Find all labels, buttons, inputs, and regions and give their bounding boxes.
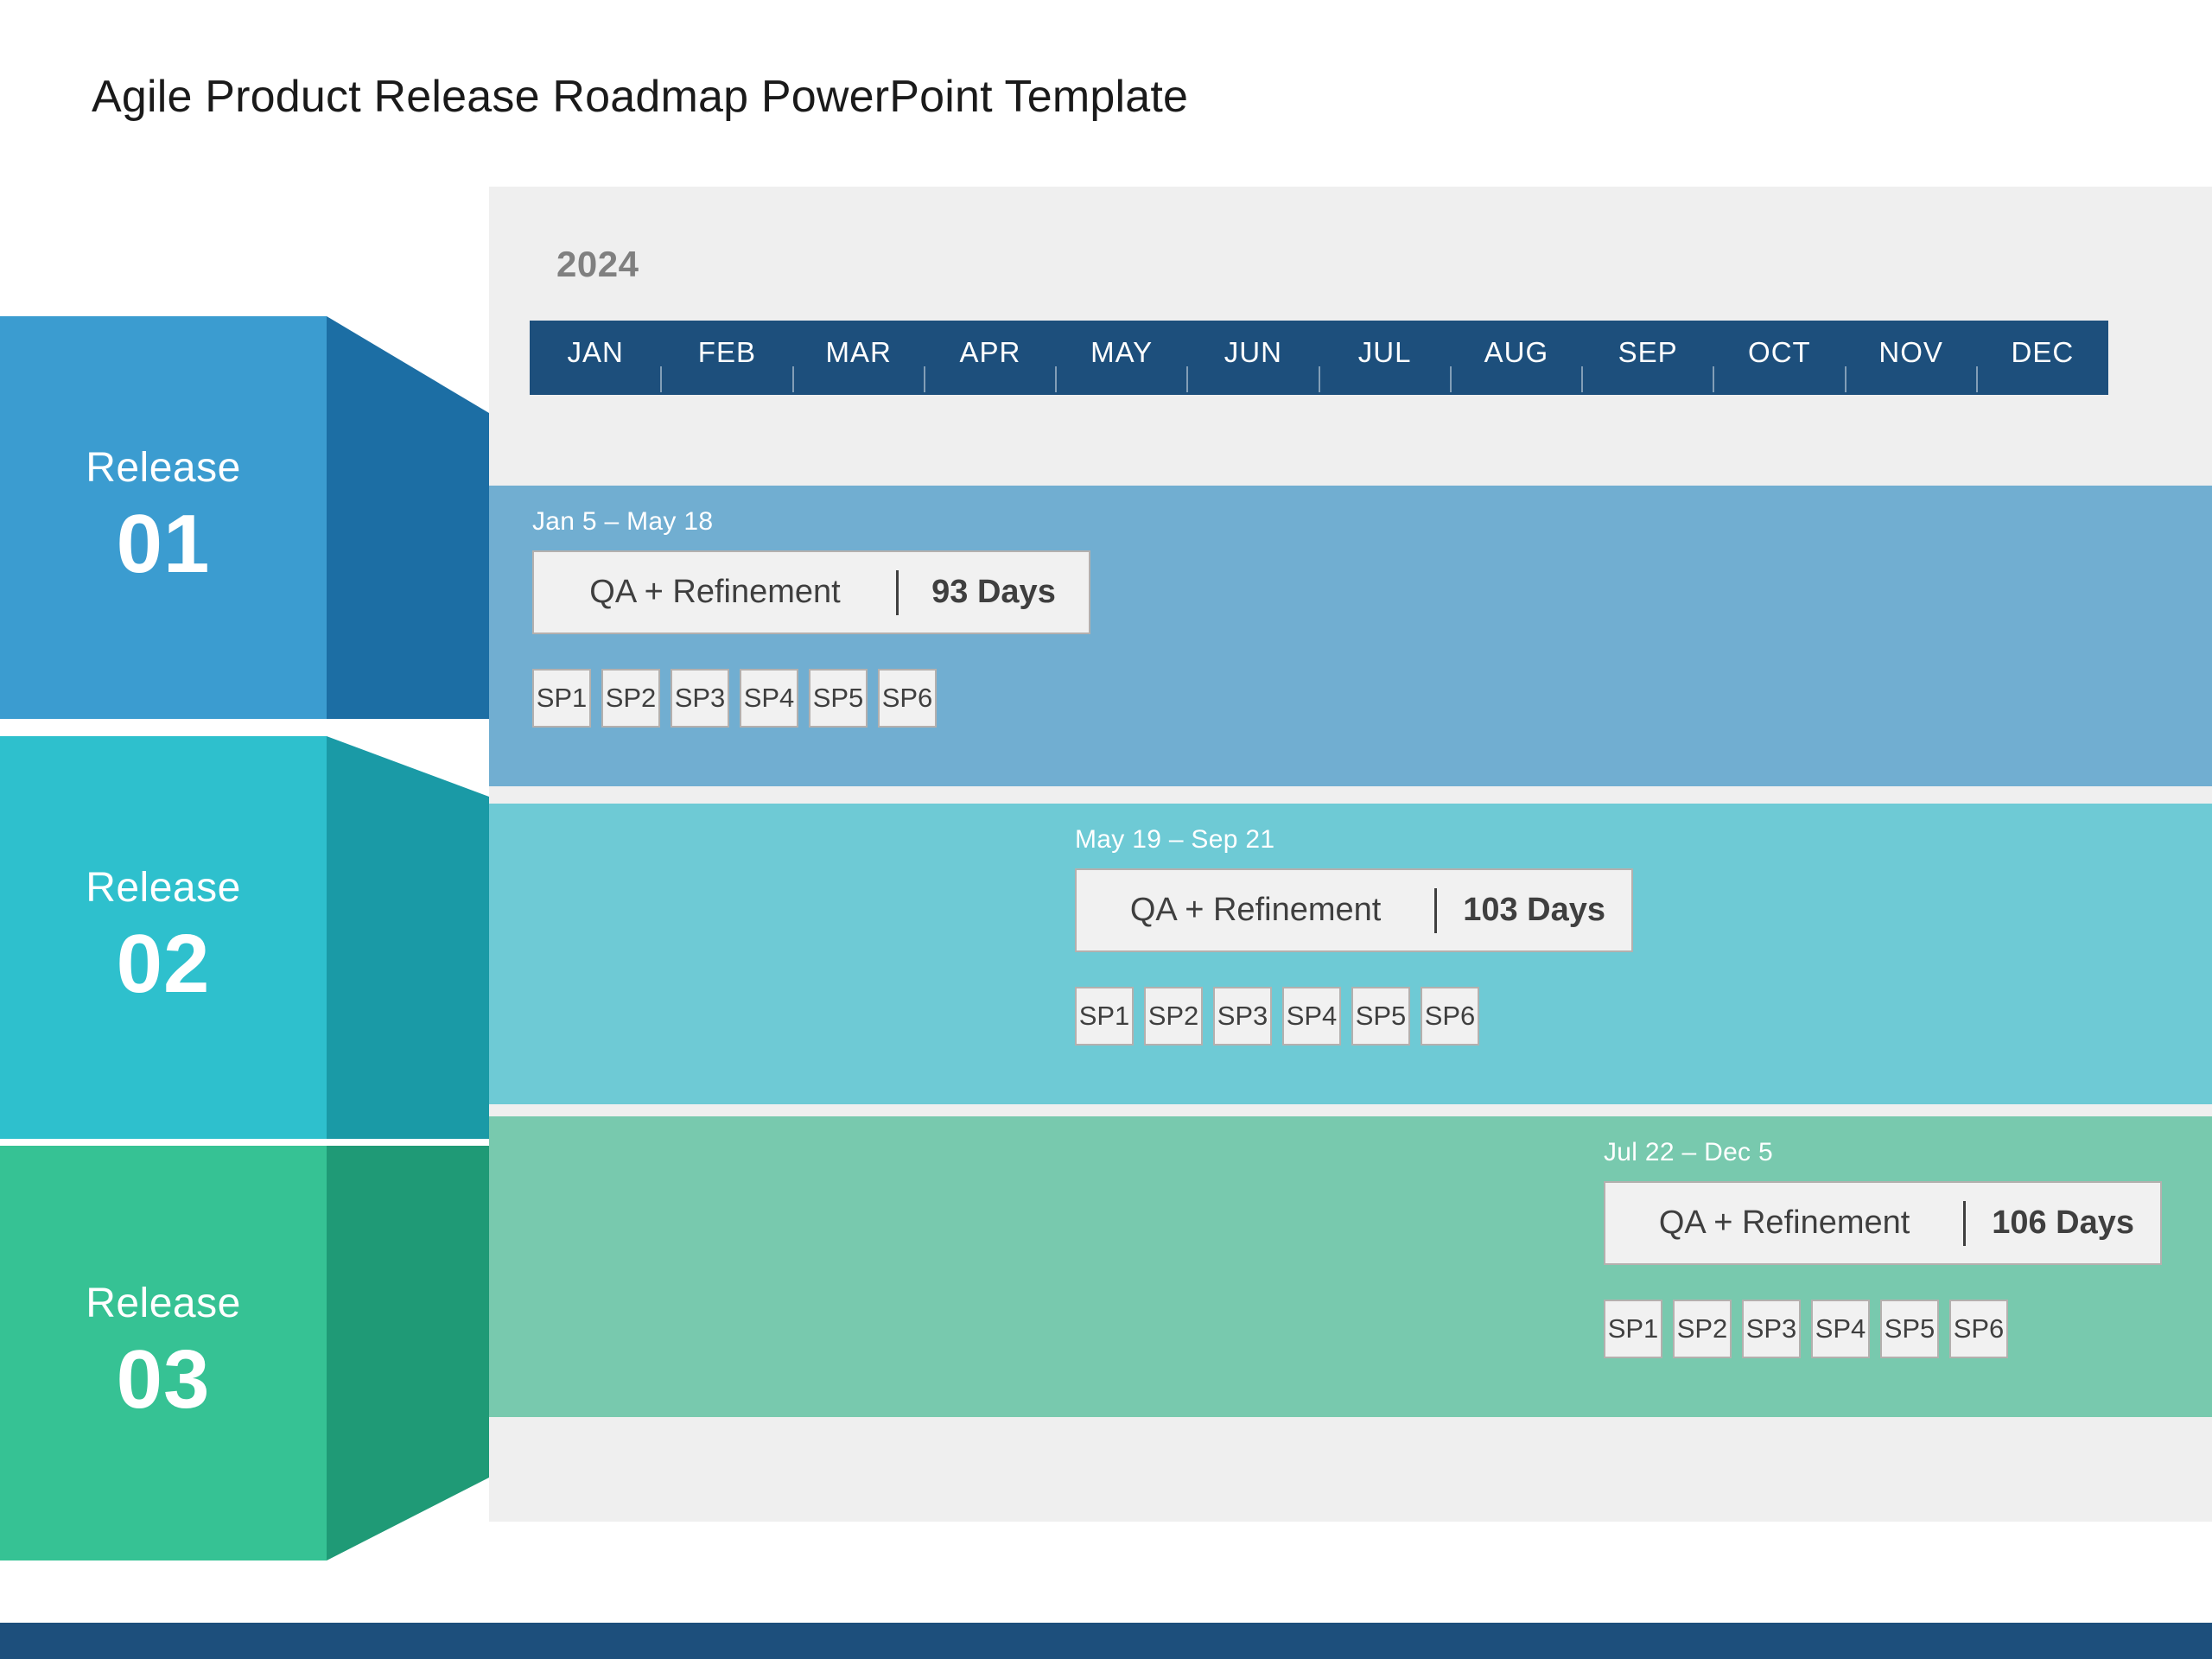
month-tick-icon — [1713, 366, 1715, 392]
month-label: JUN — [1224, 336, 1282, 368]
month-tick-icon — [1186, 366, 1189, 392]
sprint-chip[interactable]: SP1 — [1604, 1300, 1662, 1358]
month-label: OCT — [1748, 336, 1811, 368]
sprint-chip[interactable]: SP1 — [532, 669, 591, 728]
qa-days-01: 93 Days — [931, 574, 1056, 610]
qa-days-03: 106 Days — [1992, 1205, 2134, 1241]
month-cell-jun[interactable]: JUN — [1187, 321, 1320, 395]
month-cell-nov[interactable]: NOV — [1846, 321, 1978, 395]
month-cell-aug[interactable]: AUG — [1451, 321, 1583, 395]
release-block-02[interactable]: Release 02 — [0, 736, 489, 1139]
page-title: Agile Product Release Roadmap PowerPoint… — [92, 72, 1189, 122]
qa-label-03: QA + Refinement — [1658, 1205, 1910, 1241]
month-cell-feb[interactable]: FEB — [661, 321, 794, 395]
release-block-03-face: Release 03 — [0, 1146, 327, 1560]
sprint-chip[interactable]: SP3 — [1742, 1300, 1801, 1358]
sprint-chip[interactable]: SP4 — [1811, 1300, 1870, 1358]
release-block-01-bevel — [327, 316, 489, 719]
month-cell-jul[interactable]: JUL — [1319, 321, 1452, 395]
sprint-chip[interactable]: SP4 — [1282, 987, 1341, 1046]
month-label: APR — [959, 336, 1021, 368]
month-label: JAN — [567, 336, 624, 368]
qa-divider-01 — [896, 569, 899, 615]
month-tick-icon — [1844, 366, 1847, 392]
sprint-chip[interactable]: SP3 — [1213, 987, 1272, 1046]
release-date-range-02: May 19 – Sep 21 — [1075, 825, 1275, 854]
release-block-02-face: Release 02 — [0, 736, 327, 1139]
month-tick-icon — [660, 366, 663, 392]
month-label: FEB — [697, 336, 756, 368]
month-tick-icon — [1318, 366, 1320, 392]
release-word-03: Release — [86, 1280, 241, 1326]
footer-strip — [0, 1623, 2212, 1659]
month-label: JUL — [1357, 336, 1412, 368]
month-tick-icon — [1055, 366, 1057, 392]
qa-refinement-box-01[interactable]: QA + Refinement 93 Days — [532, 550, 1090, 634]
sprint-chip[interactable]: SP1 — [1075, 987, 1134, 1046]
qa-refinement-box-02[interactable]: QA + Refinement 103 Days — [1075, 868, 1633, 952]
month-tick-icon — [791, 366, 794, 392]
month-cell-jan[interactable]: JAN — [530, 321, 663, 395]
release-number-03: 03 — [116, 1332, 211, 1426]
qa-label-02: QA + Refinement — [1129, 892, 1382, 928]
sprint-chip[interactable]: SP3 — [671, 669, 729, 728]
release-word-01: Release — [86, 444, 241, 491]
month-label: MAY — [1090, 336, 1154, 368]
month-cell-apr[interactable]: APR — [925, 321, 1057, 395]
month-label: AUG — [1484, 336, 1549, 368]
qa-refinement-box-03[interactable]: QA + Refinement 106 Days — [1604, 1181, 2162, 1265]
month-cell-oct[interactable]: OCT — [1713, 321, 1847, 395]
sprint-chip[interactable]: SP5 — [1880, 1300, 1939, 1358]
sprint-chip[interactable]: SP6 — [1421, 987, 1479, 1046]
qa-divider-02 — [1434, 887, 1438, 933]
sprint-chip[interactable]: SP6 — [878, 669, 937, 728]
month-cell-dec[interactable]: DEC — [1977, 321, 2108, 395]
release-timeline-bar-01[interactable]: Jan 5 – May 18 QA + Refinement 93 Days S… — [489, 486, 2212, 786]
sprint-chip[interactable]: SP4 — [740, 669, 798, 728]
sprint-row-03: SP1 SP2 SP3 SP4 SP5 SP6 — [1604, 1300, 2008, 1358]
month-tick-icon — [1975, 366, 1978, 392]
month-cell-mar[interactable]: MAR — [793, 321, 925, 395]
month-tick-icon — [1581, 366, 1583, 392]
release-timeline-bar-02[interactable]: May 19 – Sep 21 QA + Refinement 103 Days… — [489, 804, 2212, 1104]
sprint-row-01: SP1 SP2 SP3 SP4 SP5 SP6 — [532, 669, 937, 728]
sprint-row-02: SP1 SP2 SP3 SP4 SP5 SP6 — [1075, 987, 1479, 1046]
release-block-01-face: Release 01 — [0, 316, 327, 719]
year-label: 2024 — [556, 244, 639, 284]
sprint-chip[interactable]: SP5 — [1351, 987, 1410, 1046]
release-block-03[interactable]: Release 03 — [0, 1146, 489, 1560]
release-word-02: Release — [86, 864, 241, 911]
month-label: MAR — [825, 336, 892, 368]
month-header-bar: JAN FEB MAR APR MAY JUN JUL AUG SEP OCT … — [530, 321, 2108, 395]
sprint-chip[interactable]: SP2 — [1673, 1300, 1732, 1358]
release-block-02-bevel — [327, 736, 489, 1139]
month-label: NOV — [1878, 336, 1943, 368]
qa-divider-03 — [1963, 1200, 1967, 1246]
sprint-chip[interactable]: SP6 — [1949, 1300, 2008, 1358]
month-cell-sep[interactable]: SEP — [1582, 321, 1715, 395]
month-cell-may[interactable]: MAY — [1056, 321, 1189, 395]
release-number-02: 02 — [116, 917, 211, 1010]
month-tick-icon — [1449, 366, 1452, 392]
sprint-chip[interactable]: SP5 — [809, 669, 868, 728]
month-tick-icon — [923, 366, 925, 392]
sprint-chip[interactable]: SP2 — [601, 669, 660, 728]
release-date-range-03: Jul 22 – Dec 5 — [1604, 1138, 1773, 1166]
sprint-chip[interactable]: SP2 — [1144, 987, 1203, 1046]
month-label: DEC — [2011, 336, 2075, 368]
release-block-03-bevel — [327, 1146, 489, 1560]
qa-days-02: 103 Days — [1463, 892, 1605, 928]
month-label: SEP — [1618, 336, 1678, 368]
qa-label-01: QA + Refinement — [589, 574, 841, 610]
release-date-range-01: Jan 5 – May 18 — [532, 507, 714, 536]
release-number-01: 01 — [116, 497, 211, 590]
release-timeline-bar-03[interactable]: Jul 22 – Dec 5 QA + Refinement 106 Days … — [489, 1116, 2212, 1417]
release-block-01[interactable]: Release 01 — [0, 316, 489, 719]
